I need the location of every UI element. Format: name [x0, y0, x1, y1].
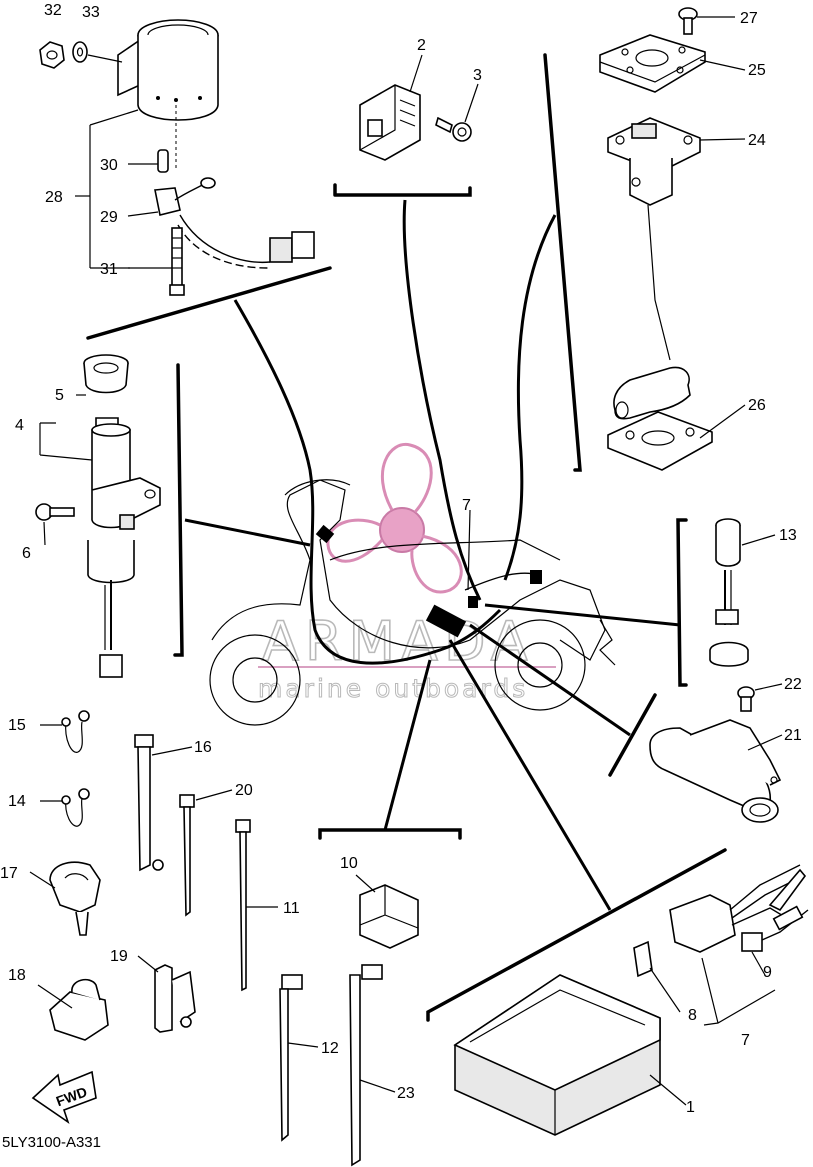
- callout-30: 30: [100, 157, 118, 174]
- callout-31: 31: [100, 261, 118, 278]
- cable-tie-11: [235, 819, 251, 992]
- callout-16: 16: [194, 739, 212, 756]
- callout-3: 3: [473, 67, 482, 84]
- coupler-assembly-7: [669, 864, 807, 953]
- clip-19: [154, 964, 196, 1033]
- fuel-gauge-bolt: [678, 7, 698, 35]
- callout-20: 20: [235, 782, 253, 799]
- sender-gasket: [607, 411, 713, 471]
- sender-plate: [599, 34, 706, 93]
- callout-29: 29: [100, 209, 118, 226]
- indicator-unit: [709, 518, 749, 667]
- meter-assembly: [117, 19, 219, 170]
- switch-screw: [35, 503, 75, 521]
- callout-24: 24: [748, 132, 766, 149]
- callout-6: 6: [22, 545, 31, 562]
- callout-12: 12: [321, 1040, 339, 1057]
- callout-11: 11: [283, 900, 300, 917]
- watermark: ARMADA marine outboards: [258, 442, 556, 704]
- coupler-8: [633, 940, 653, 978]
- band-16: [134, 734, 164, 872]
- callout-10: 10: [340, 855, 358, 872]
- callout-27: 27: [740, 10, 758, 27]
- meter-screw: [169, 227, 185, 296]
- callout-labels: 1 2 3 4 5 6 7 7 8 9 10 11 12 13 14 15 16…: [0, 2, 802, 1116]
- propeller-logo-icon: [326, 442, 463, 594]
- switch-cap: [83, 354, 129, 394]
- rivet-22: [737, 686, 755, 712]
- nut-32: [39, 41, 65, 69]
- relay-bolt: [435, 116, 472, 142]
- callout-17: 17: [0, 865, 18, 882]
- callout-8: 8: [688, 1007, 697, 1024]
- clamp-17: [49, 861, 101, 936]
- main-switch: [87, 417, 161, 678]
- callout-7-harness: 7: [462, 497, 471, 514]
- callout-4: 4: [15, 417, 24, 434]
- clip-15: [61, 710, 90, 753]
- wiring-harness: [184, 199, 681, 911]
- holder-18: [49, 978, 109, 1041]
- callout-25: 25: [748, 62, 766, 79]
- cable-tie-12: [279, 974, 303, 1142]
- callout-15: 15: [8, 717, 26, 734]
- callout-21: 21: [784, 727, 802, 744]
- cable-tie-20: [179, 794, 195, 917]
- clip-14: [61, 788, 90, 827]
- leader-lines: [29, 16, 783, 1106]
- callout-19: 19: [110, 948, 128, 965]
- watermark-tagline: marine outboards: [258, 674, 528, 703]
- callout-1: 1: [686, 1099, 695, 1116]
- callout-32: 32: [44, 2, 62, 19]
- control-unit-1: [453, 974, 661, 1136]
- scooter-outline: [209, 479, 616, 726]
- callout-33: 33: [82, 4, 100, 21]
- connector-10: [359, 884, 419, 949]
- callout-28: 28: [45, 189, 63, 206]
- component-21: [649, 719, 782, 823]
- washer-33: [72, 41, 88, 63]
- connector-9: [741, 905, 809, 952]
- diagram-code: 5LY3100-A331: [2, 1134, 101, 1151]
- callout-18: 18: [8, 967, 26, 984]
- group-brackets: [86, 53, 727, 1022]
- fwd-arrow-icon: FWD: [31, 1070, 97, 1125]
- bulb-socket: [154, 149, 315, 269]
- callout-5: 5: [55, 387, 64, 404]
- cable-tie-23: [349, 964, 383, 1167]
- fuel-sender-unit: [607, 117, 701, 420]
- callout-13: 13: [779, 527, 797, 544]
- callout-2: 2: [417, 37, 426, 54]
- callout-22: 22: [784, 676, 802, 693]
- callout-26: 26: [748, 397, 766, 414]
- callout-14: 14: [8, 793, 26, 810]
- callout-9: 9: [763, 964, 772, 981]
- callout-23: 23: [397, 1085, 415, 1102]
- watermark-brand: ARMADA: [262, 610, 534, 673]
- callout-7-coupler: 7: [741, 1032, 750, 1049]
- relay-unit: [359, 84, 421, 161]
